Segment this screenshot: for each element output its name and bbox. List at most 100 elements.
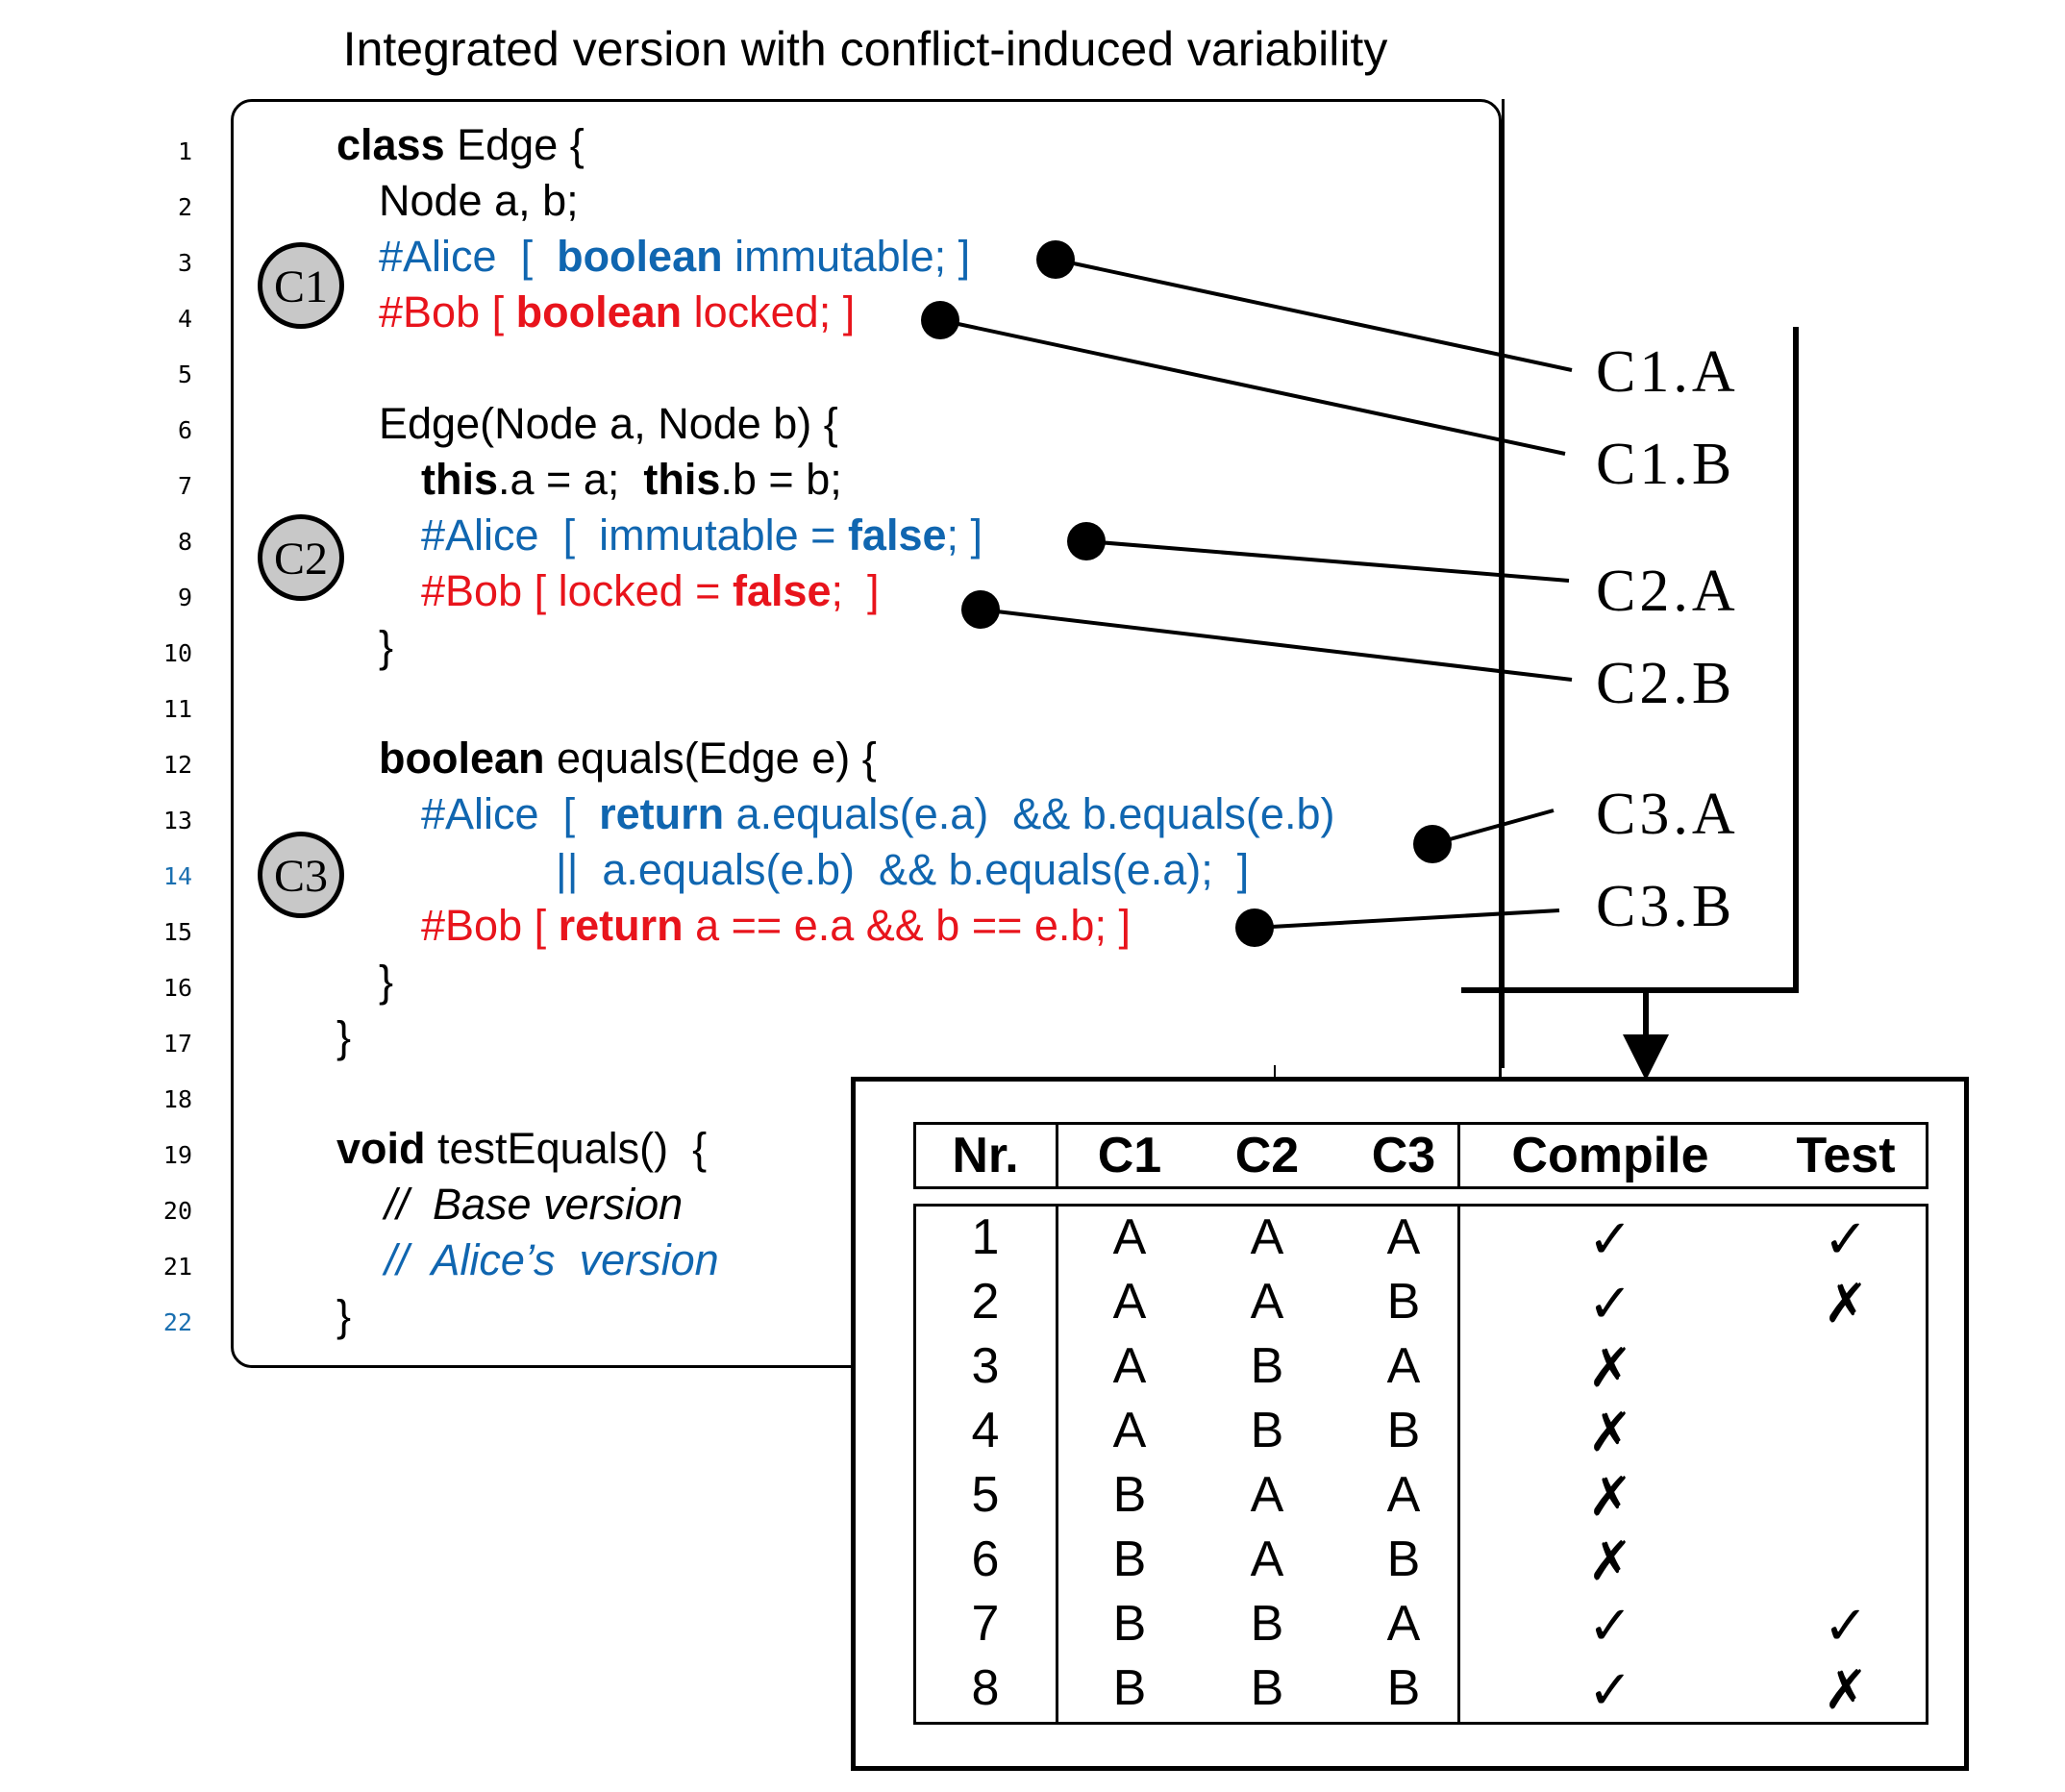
header-c1: C1 — [1097, 1128, 1162, 1183]
choice-dot-c1b — [921, 301, 959, 339]
code-line-3-alice: #Alice [ boolean immutable; ] — [379, 232, 971, 281]
column-divider — [1457, 1125, 1460, 1186]
cell-c2: B — [1250, 1403, 1284, 1458]
cell-c1: A — [1112, 1274, 1147, 1330]
choice-dot-c3b — [1235, 908, 1274, 947]
choice-dot-c2a — [1067, 522, 1106, 560]
code-line-14-alice: || a.equals(e.b) && b.equals(e.a); ] — [556, 845, 1250, 894]
cell-c2: B — [1250, 1596, 1284, 1652]
code-line-22: } — [336, 1291, 352, 1340]
conflict-marker-c3: C3 — [258, 832, 344, 918]
cell-c1: B — [1112, 1531, 1147, 1587]
cell-c3: B — [1386, 1660, 1421, 1716]
line-number: 9 — [177, 584, 192, 611]
line-number: 11 — [162, 695, 192, 723]
code-line-15-bob: #Bob [ return a == e.a && b == e.b; ] — [421, 901, 1131, 950]
cell-nr: 7 — [971, 1596, 1000, 1652]
choice-label-c2a: C2.A — [1596, 559, 1739, 624]
header-compile: Compile — [1511, 1128, 1709, 1183]
choice-label-c1b: C1.B — [1596, 432, 1736, 497]
cell-compile: ✗ — [1587, 1402, 1633, 1464]
cell-nr: 1 — [971, 1209, 1000, 1265]
cell-compile: ✓ — [1587, 1595, 1633, 1657]
connector-c1b — [939, 318, 1566, 456]
cell-c2: A — [1250, 1531, 1284, 1587]
cell-c1: A — [1112, 1209, 1147, 1265]
cell-c3: A — [1386, 1467, 1421, 1523]
cell-c1: A — [1112, 1403, 1147, 1458]
cell-c3: B — [1386, 1274, 1421, 1330]
connector-c2a — [1085, 539, 1570, 583]
code-line-16: } — [379, 957, 394, 1006]
line-number: 13 — [162, 807, 192, 834]
line-number: 17 — [162, 1030, 192, 1058]
cell-c3: A — [1386, 1209, 1421, 1265]
cell-c3: B — [1386, 1403, 1421, 1458]
header-nr: Nr. — [952, 1128, 1019, 1183]
figure-title: Integrated version with conflict-induced… — [342, 22, 1388, 76]
line-number: 1 — [177, 137, 192, 165]
cell-c1: B — [1112, 1660, 1147, 1716]
cell-c1: B — [1112, 1596, 1147, 1652]
code-line-13-alice: #Alice [ return a.equals(e.a) && b.equal… — [421, 789, 1335, 838]
conflict-marker-c2: C2 — [258, 514, 344, 601]
line-number: 2 — [177, 193, 192, 221]
cell-compile: ✓ — [1587, 1273, 1633, 1335]
code-line-12: boolean equals(Edge e) { — [379, 734, 877, 783]
cell-compile: ✗ — [1587, 1337, 1633, 1400]
table-body — [913, 1204, 1928, 1725]
choice-dot-c3a — [1413, 825, 1452, 863]
table-header — [913, 1122, 1928, 1189]
code-line-10: } — [379, 622, 394, 671]
choice-dot-c1a — [1036, 240, 1075, 279]
column-divider — [1056, 1125, 1058, 1186]
cell-c1: A — [1112, 1338, 1147, 1394]
cell-compile: ✓ — [1587, 1659, 1633, 1722]
conflict-marker-c1: C1 — [258, 242, 344, 329]
header-test: Test — [1796, 1128, 1896, 1183]
cell-test: ✓ — [1823, 1595, 1869, 1657]
choice-label-c2b: C2.B — [1596, 651, 1736, 716]
divider-line — [1502, 99, 1505, 1068]
code-line-21-comment: // Alice’s version — [385, 1235, 719, 1284]
cell-test: ✗ — [1823, 1273, 1869, 1335]
line-number: 8 — [177, 528, 192, 556]
cell-test: ✓ — [1823, 1208, 1869, 1271]
line-number: 20 — [162, 1197, 192, 1225]
cell-nr: 5 — [971, 1467, 1000, 1523]
line-number: 6 — [177, 416, 192, 444]
line-number: 5 — [177, 361, 192, 388]
cell-nr: 6 — [971, 1531, 1000, 1587]
line-number: 3 — [177, 249, 192, 277]
cell-c2: A — [1250, 1467, 1284, 1523]
line-number: 18 — [162, 1085, 192, 1113]
line-number: 14 — [162, 862, 192, 890]
line-number: 10 — [162, 639, 192, 667]
code-line-19: void testEquals() { — [336, 1124, 708, 1173]
cell-compile: ✗ — [1587, 1531, 1633, 1593]
header-c3: C3 — [1371, 1128, 1436, 1183]
line-number: 15 — [162, 918, 192, 946]
choice-label-c3b: C3.B — [1596, 874, 1736, 939]
code-line-17: } — [336, 1012, 352, 1061]
line-number: 19 — [162, 1141, 192, 1169]
connector-c1a — [1055, 258, 1573, 372]
code-line-6: Edge(Node a, Node b) { — [379, 399, 838, 448]
connector-c3b — [1254, 908, 1560, 930]
choice-label-c1a: C1.A — [1596, 339, 1739, 405]
cell-nr: 3 — [971, 1338, 1000, 1394]
cell-c2: B — [1250, 1660, 1284, 1716]
connector-c2b — [980, 608, 1573, 682]
cell-compile: ✓ — [1587, 1208, 1633, 1271]
line-number: 21 — [162, 1253, 192, 1281]
cell-c3: B — [1386, 1531, 1421, 1587]
arrow-down-icon — [1623, 1034, 1669, 1081]
cell-c2: A — [1250, 1209, 1284, 1265]
cell-test: ✗ — [1823, 1659, 1869, 1722]
cell-nr: 2 — [971, 1274, 1000, 1330]
cell-c2: A — [1250, 1274, 1284, 1330]
cell-nr: 4 — [971, 1403, 1000, 1458]
cell-nr: 8 — [971, 1660, 1000, 1716]
